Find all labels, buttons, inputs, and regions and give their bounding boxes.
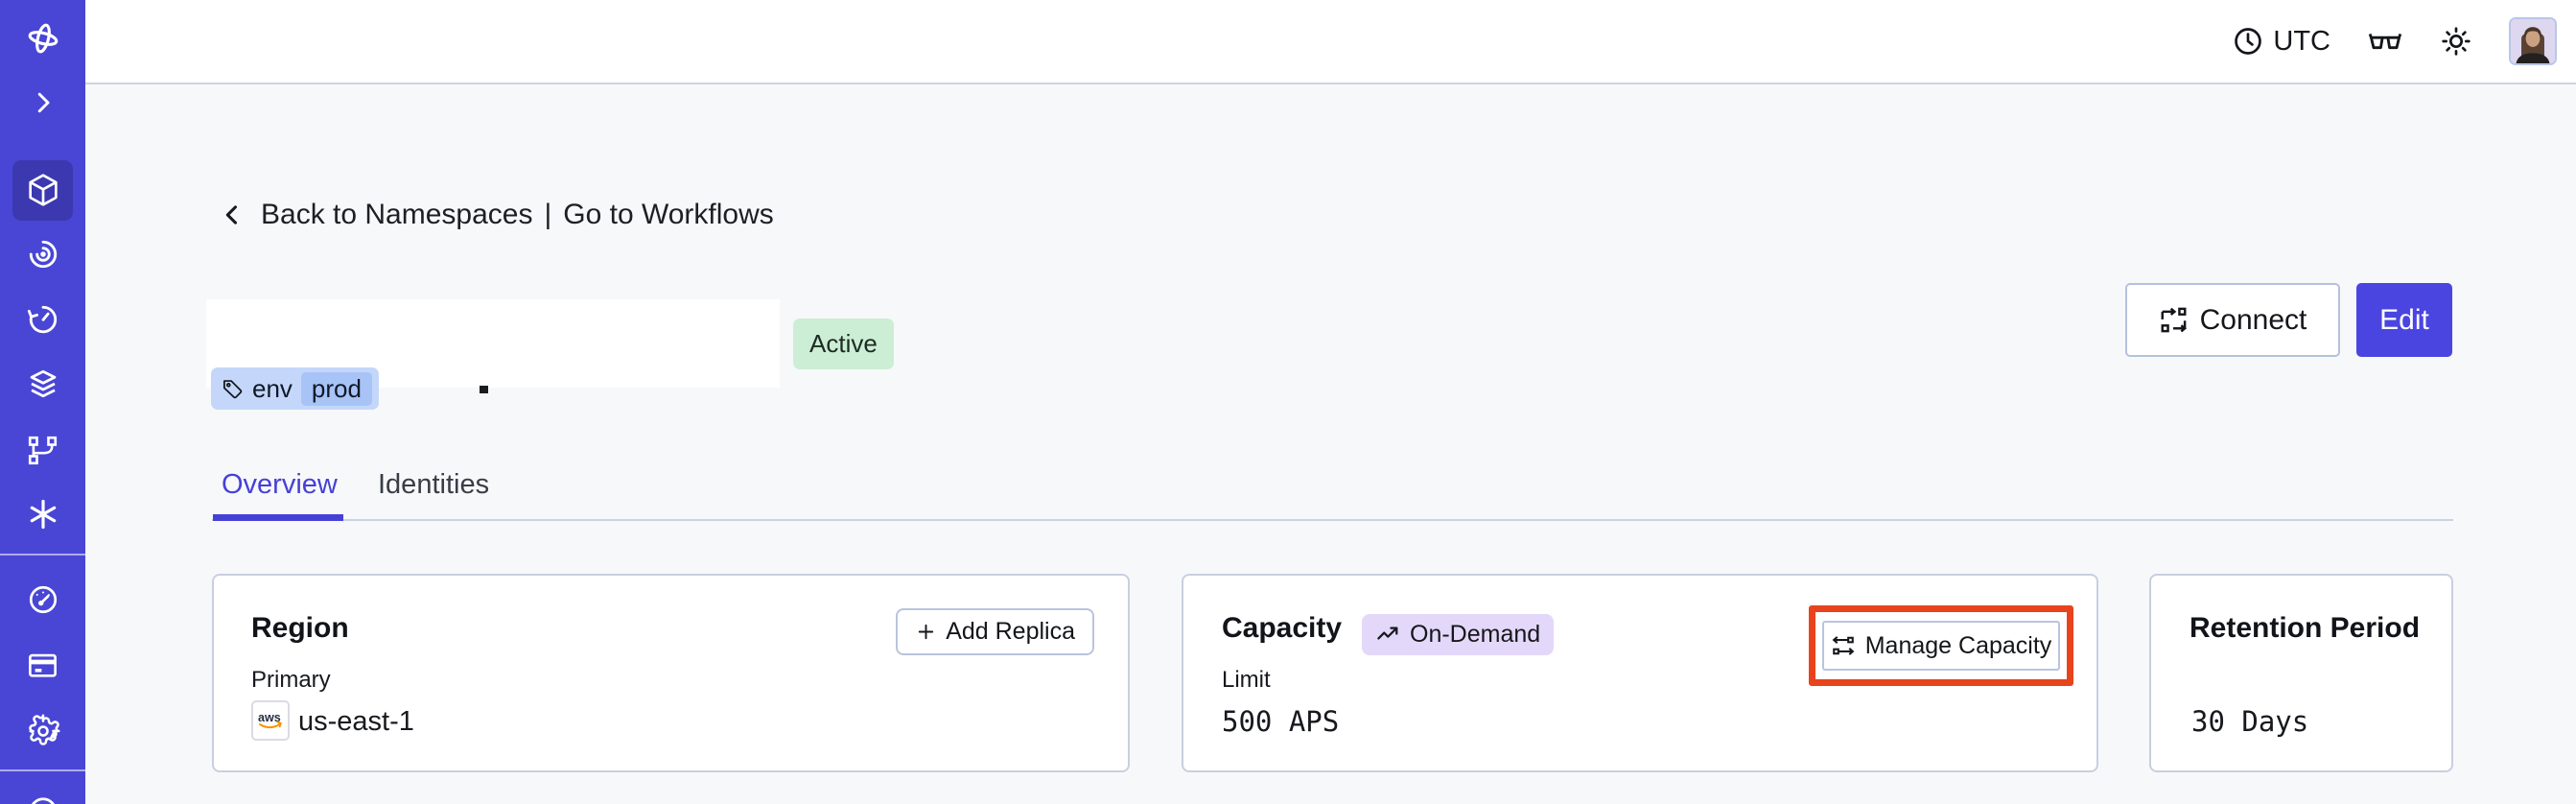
on-demand-badge: On-Demand [1362,614,1555,655]
sidebar-expand-button[interactable] [0,72,85,133]
retention-card-title: Retention Period [2190,612,2421,644]
git-branch-icon [28,436,58,464]
capacity-card: Capacity On-Demand Manage Capacity Limit… [1182,574,2098,772]
tag-key: env [252,373,293,403]
namespace-name-dot [480,386,488,393]
region-value: us-east-1 [298,706,414,737]
breadcrumb-separator: | [544,199,552,230]
limit-label: Limit [1222,667,1271,693]
connect-icon [2161,307,2187,333]
add-replica-button[interactable]: Add Replica [896,608,1094,655]
chevron-right-icon [37,92,49,113]
timer-icon [27,305,57,334]
spiral-icon [29,240,57,269]
sidebar-item-billing[interactable] [0,634,85,696]
retention-value: 30 Days [2191,705,2309,738]
gauge-icon [29,585,57,614]
region-card: Region Add Replica Primary aws us-east-1 [212,574,1130,772]
temporal-logo-icon [28,23,58,54]
avatar-image [2511,19,2555,63]
sidebar-item-schedules[interactable] [0,289,85,350]
go-to-workflows-link[interactable]: Go to Workflows [563,199,774,230]
sidebar-item-batch-operations[interactable] [0,353,85,414]
tab-identities[interactable]: Identities [378,469,490,500]
cube-icon [28,174,58,206]
sidebar-item-nexus[interactable] [0,484,85,545]
sun-icon [2442,27,2471,56]
sidebar-divider [0,769,85,771]
add-replica-label: Add Replica [946,618,1075,645]
topbar: UTC [85,0,2576,84]
chevron-left-icon [225,205,238,225]
sidebar-item-deployments[interactable] [0,419,85,481]
edit-button[interactable]: Edit [2356,283,2452,357]
sidebar-item-namespaces[interactable] [0,159,85,221]
tag-value: prod [300,371,372,406]
layers-icon [30,369,56,398]
tabs-divider [212,519,2453,521]
retention-card: Retention Period 30 Days [2149,574,2453,772]
manage-capacity-label: Manage Capacity [1864,631,2052,659]
limit-value: 500 APS [1222,705,1340,738]
status-badge: Active [793,319,894,369]
connect-button[interactable]: Connect [2125,283,2340,357]
sidebar-item-usage[interactable] [0,569,85,630]
tab-overview[interactable]: Overview [222,469,338,500]
glasses-icon [2368,33,2402,50]
on-demand-label: On-Demand [1410,621,1541,648]
sliders-icon [1832,636,1855,655]
back-to-namespaces-link[interactable]: Back to Namespaces [261,199,533,230]
capacity-card-title: Capacity [1222,612,1343,644]
user-avatar[interactable] [2509,17,2557,65]
dev-mode-button[interactable] [2367,27,2403,56]
namespace-tag: env prod [211,367,379,410]
sidebar-item-profile[interactable] [0,787,85,804]
active-tab-underline [213,514,343,521]
annotation-highlight: Manage Capacity [1809,605,2073,686]
clock-icon [2235,28,2262,55]
connect-label: Connect [2199,303,2307,336]
gear-icon [28,714,60,745]
timezone-button[interactable]: UTC [2232,25,2330,58]
theme-toggle-button[interactable] [2440,25,2472,58]
sidebar-divider [0,554,85,556]
trending-up-icon [1377,627,1398,640]
temporal-logo [0,8,85,69]
sidebar-item-settings[interactable] [0,700,85,762]
tag-icon [223,379,243,398]
billing-card-icon [29,653,57,677]
region-card-title: Region [251,612,349,644]
aws-logo-icon: aws [258,711,282,729]
aws-logo-text: aws [258,711,281,724]
timezone-label: UTC [2273,25,2330,57]
manage-capacity-button[interactable]: Manage Capacity [1822,621,2060,671]
plus-icon [919,624,934,640]
asterisk-icon [30,499,56,530]
sidebar-item-workflows[interactable] [0,224,85,285]
person-icon [31,797,55,804]
aws-provider-chip: aws [251,700,290,741]
primary-label: Primary [251,667,331,693]
breadcrumb: Back to Namespaces | Go to Workflows [219,199,774,231]
sidebar [0,0,85,804]
